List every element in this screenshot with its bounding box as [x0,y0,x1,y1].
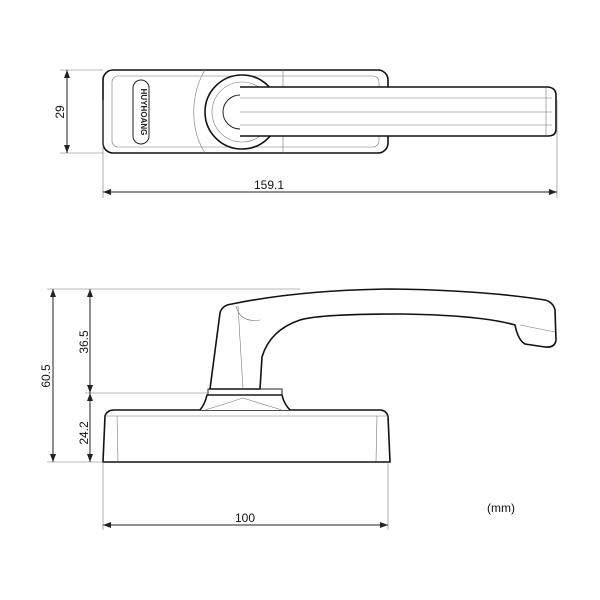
side-base [102,409,391,463]
dim-label-base-width: 100 [234,511,256,525]
top-handle-bar [240,86,557,137]
dim-label-base-height: 24.2 [77,421,91,445]
side-lever [209,288,557,390]
dim-label-total-height: 60.5 [39,364,53,388]
unit-label: (mm) [487,501,515,515]
logo-badge [132,79,150,145]
dim-label-height-top: 29 [53,105,67,119]
top-view: HUYHOANG [60,69,558,198]
dim-label-handle-height: 36.5 [77,330,91,354]
side-view [47,288,557,530]
side-rosette [199,394,291,411]
dim-label-length: 159.1 [253,178,285,192]
logo-text: HUYHOANG [139,89,148,136]
